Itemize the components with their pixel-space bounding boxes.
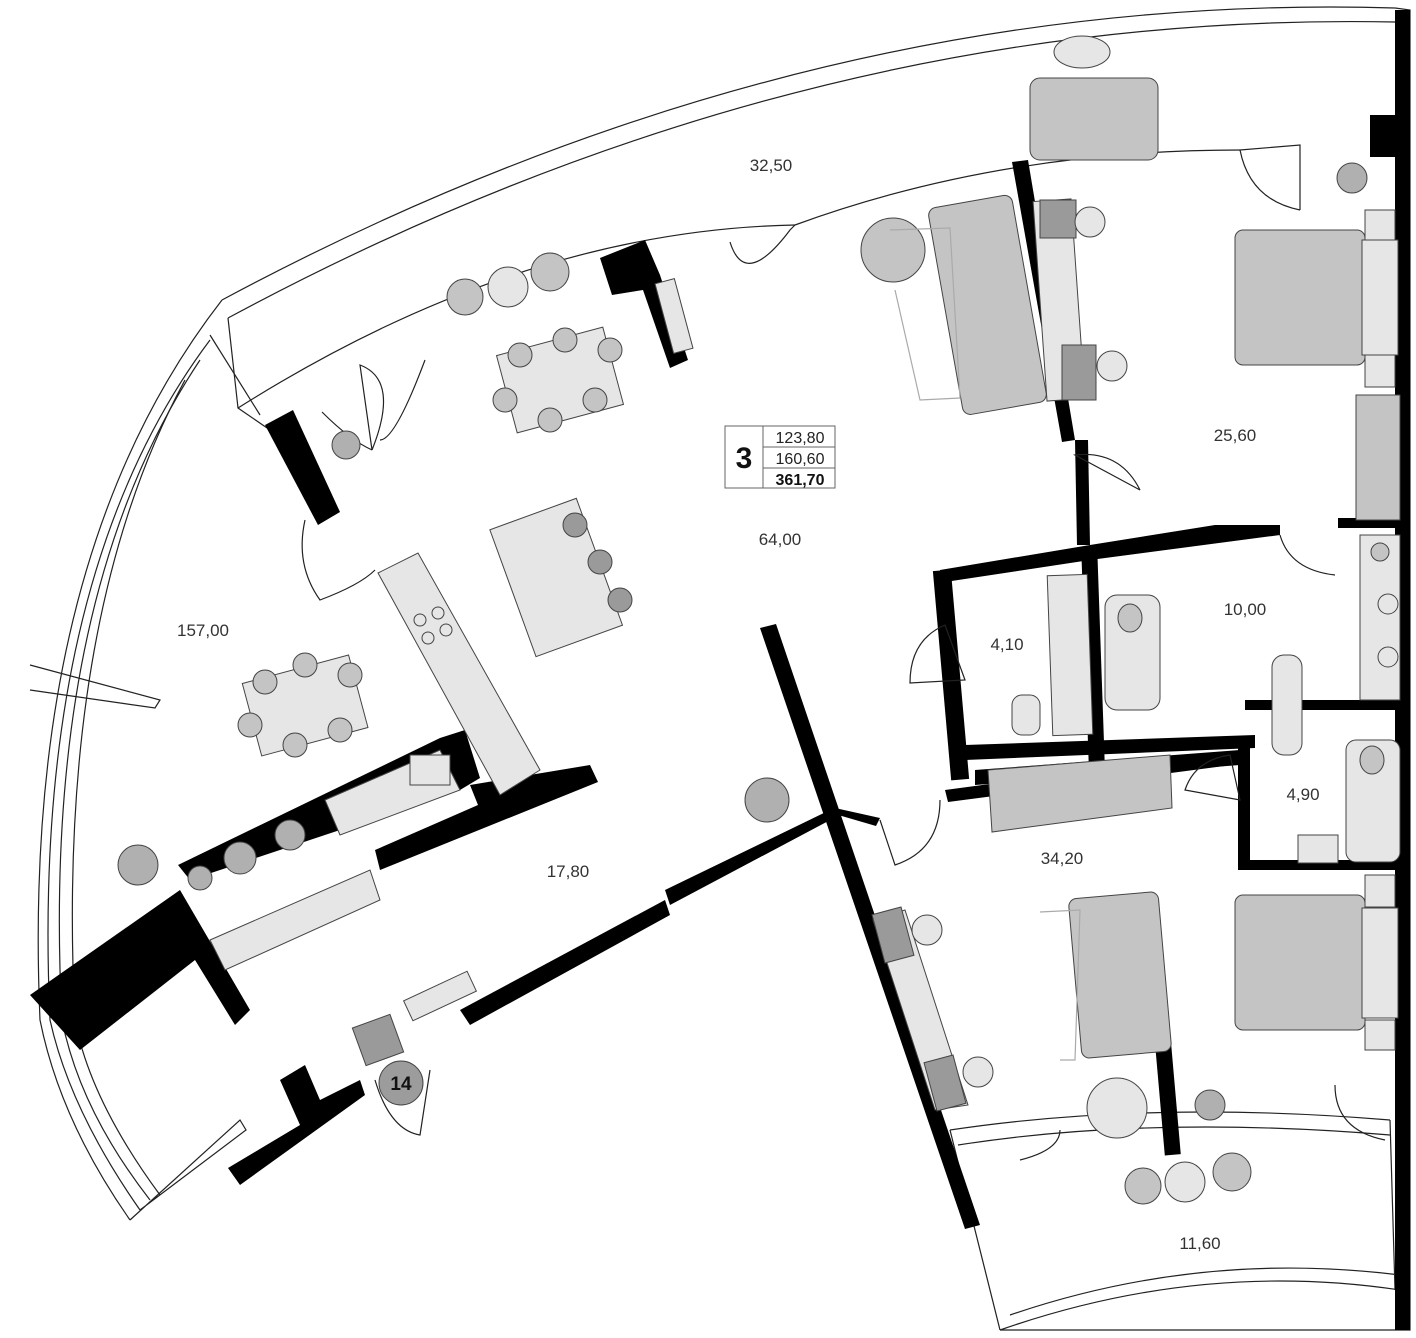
area-total: 160,60 <box>776 451 825 468</box>
area-bathroom-bottom: 4,90 <box>1286 785 1319 804</box>
unit-marker: 14 <box>378 1060 424 1106</box>
walls <box>30 10 1410 1330</box>
area-full: 361,70 <box>776 472 825 489</box>
apartment-badge: 3 123,80 160,60 361,70 <box>724 425 836 489</box>
area-terrace-bottom: 11,60 <box>1179 1234 1220 1253</box>
doors <box>301 149 1386 1161</box>
area-bedroom-bottom: 34,20 <box>1041 849 1084 868</box>
area-terrace-left: 157,00 <box>177 621 229 640</box>
area-hall: 17,80 <box>547 862 590 881</box>
area-living: 123,80 <box>776 430 825 447</box>
plants <box>117 162 1368 1121</box>
area-bedroom-top: 25,60 <box>1214 426 1257 445</box>
area-labels: 32,50 25,60 64,00 157,00 4,10 10,00 4,90… <box>177 156 1320 1253</box>
area-bathroom-top: 10,00 <box>1224 600 1267 619</box>
area-wc: 4,10 <box>990 635 1023 654</box>
terrace-outline <box>29 6 1411 1331</box>
furniture <box>209 35 1401 1205</box>
unit-number: 14 <box>390 1074 412 1095</box>
area-living-kitchen: 64,00 <box>759 530 802 549</box>
rooms-count: 3 <box>736 442 753 475</box>
area-terrace-top: 32,50 <box>750 156 793 175</box>
